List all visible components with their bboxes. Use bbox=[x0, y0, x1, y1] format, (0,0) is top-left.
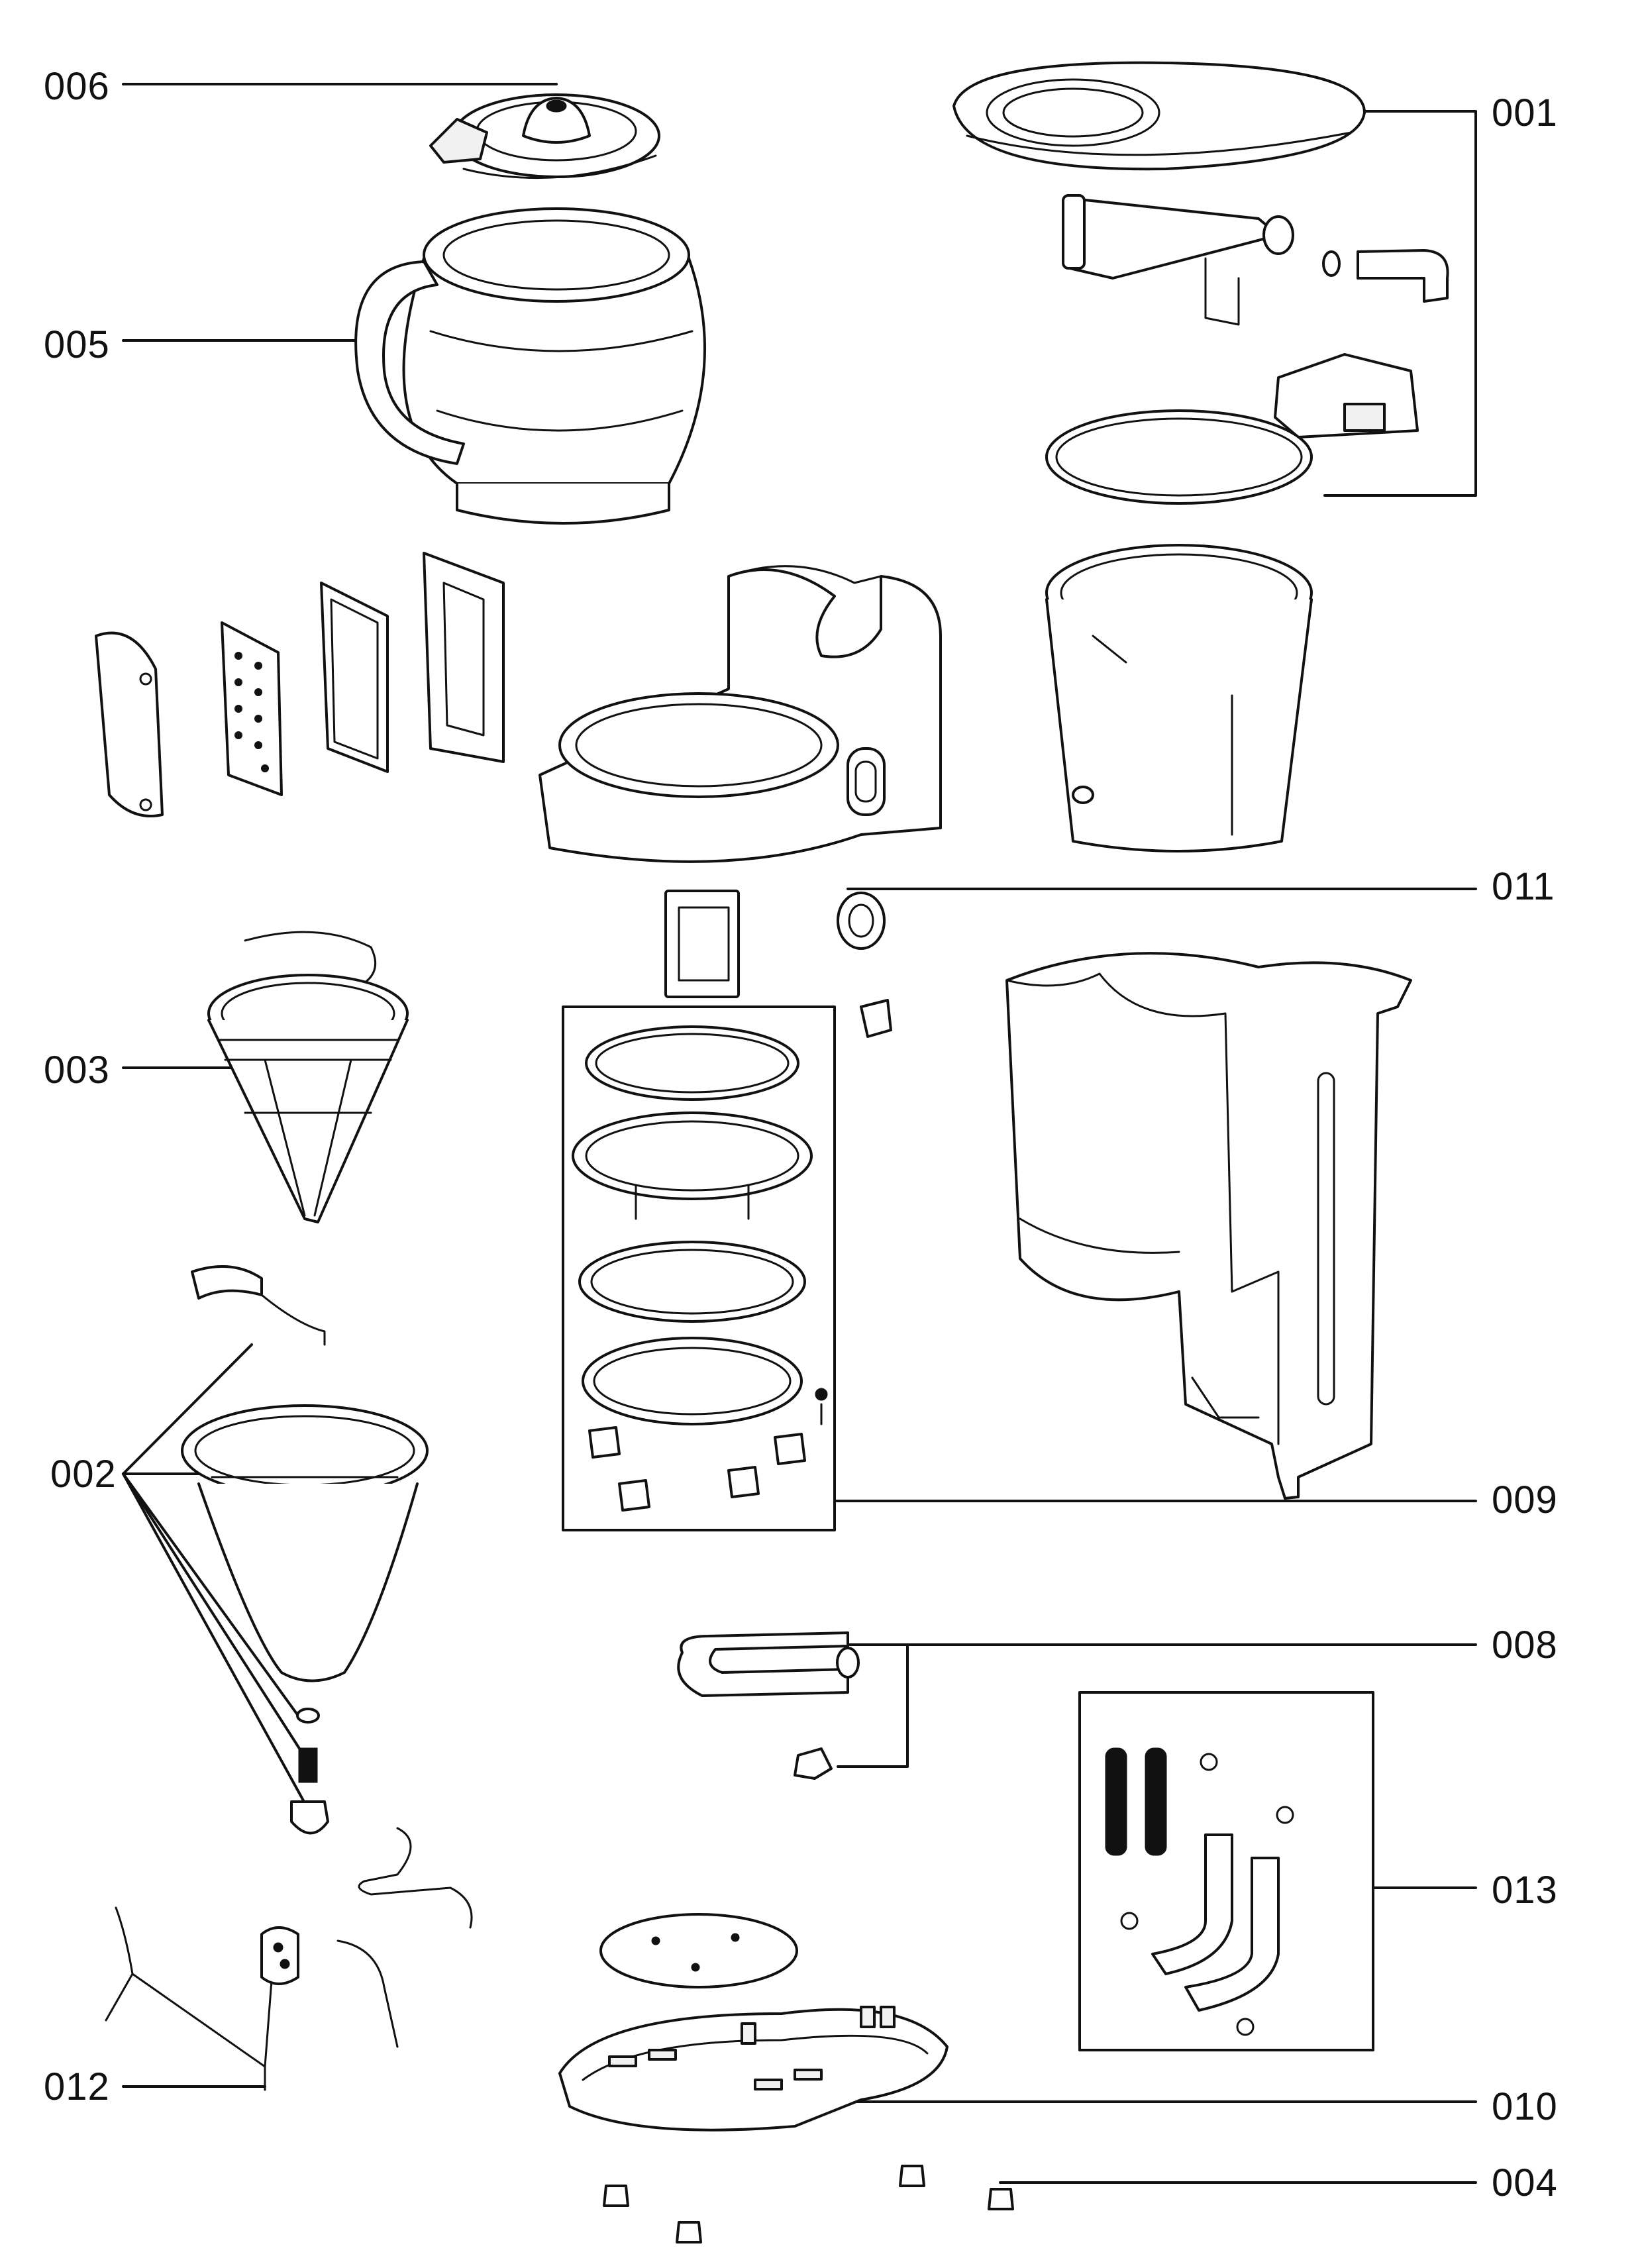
filter-holder-003 bbox=[207, 931, 409, 1223]
callout-010: 010 bbox=[1492, 2085, 1558, 2128]
group-box-009 bbox=[562, 1005, 836, 1531]
carafe-005 bbox=[354, 207, 706, 525]
callout-013: 013 bbox=[1492, 1869, 1558, 1912]
callout-003: 003 bbox=[44, 1049, 110, 1092]
side-panels bbox=[95, 552, 505, 817]
top-assembly-001 bbox=[952, 61, 1449, 505]
tank-inner bbox=[1045, 544, 1313, 852]
heater-element-008 bbox=[677, 1631, 860, 1780]
callout-009: 009 bbox=[1492, 1478, 1558, 1521]
leader-lines bbox=[122, 83, 1477, 2184]
base-housing bbox=[539, 565, 942, 863]
callout-008: 008 bbox=[1492, 1624, 1558, 1667]
water-reservoir bbox=[1005, 952, 1412, 1500]
leader-001 bbox=[1323, 110, 1477, 497]
callout-012: 012 bbox=[44, 2065, 110, 2108]
switch-011 bbox=[664, 890, 892, 1038]
hose-kit-013 bbox=[1105, 1747, 1294, 2036]
group-box-013 bbox=[1078, 1691, 1374, 2051]
feet-004 bbox=[603, 2165, 1014, 2243]
callout-001: 001 bbox=[1492, 91, 1558, 134]
heater-group-009 bbox=[572, 1025, 828, 1512]
leader-008-branch bbox=[837, 1643, 909, 1768]
callout-005: 005 bbox=[44, 323, 110, 366]
callout-006: 006 bbox=[44, 65, 110, 108]
base-plate-010 bbox=[558, 1913, 949, 2132]
carafe-lid-006 bbox=[429, 93, 660, 180]
filter-002 bbox=[181, 1265, 429, 1835]
callout-004: 004 bbox=[1492, 2161, 1558, 2204]
power-cord-012 bbox=[105, 1827, 473, 2091]
callout-011: 011 bbox=[1492, 865, 1555, 908]
leader-002 bbox=[122, 1343, 313, 1816]
callout-002: 002 bbox=[50, 1453, 117, 1496]
